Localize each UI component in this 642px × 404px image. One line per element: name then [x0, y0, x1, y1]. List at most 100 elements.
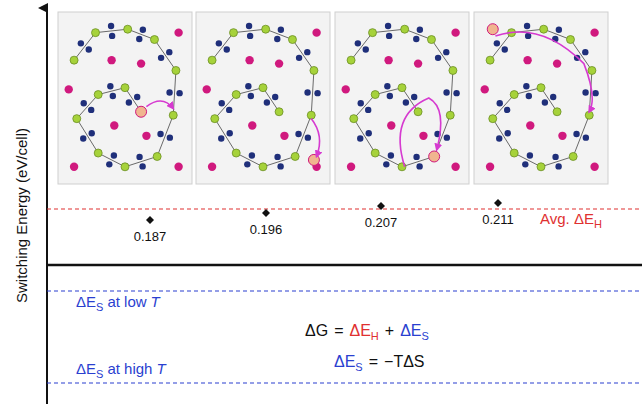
cation-atom: [174, 28, 182, 36]
equation: ΔE: [349, 322, 370, 339]
moving-atom: [487, 24, 498, 35]
anion-atom: [140, 26, 146, 32]
anion-atom: [592, 90, 598, 96]
text-group: ΔESat lowT: [76, 293, 160, 316]
framework-bond: [212, 29, 314, 167]
equation: +: [385, 322, 394, 339]
cation-atom: [248, 121, 256, 129]
anion-atom: [413, 154, 419, 160]
anion-atom: [496, 135, 502, 141]
panel-frame: [474, 12, 608, 184]
cation-atom: [142, 132, 150, 140]
anion-atom: [305, 134, 311, 140]
framework-atom: [94, 91, 102, 99]
anion-atom: [246, 23, 252, 29]
framework-atom: [489, 115, 497, 123]
anion-atom: [497, 100, 503, 106]
anion-atom: [411, 94, 417, 100]
framework-atom: [211, 115, 219, 123]
framework-atom: [232, 149, 240, 157]
anion-atom: [110, 93, 116, 99]
cation-atom: [526, 121, 534, 129]
cation-atom: [553, 59, 561, 67]
equation: −TΔS: [384, 353, 424, 370]
framework-atom: [172, 66, 180, 74]
cation-atom: [347, 163, 355, 171]
text-group: 0.196: [250, 221, 283, 239]
anion-atom: [139, 163, 145, 169]
anion-atom: [443, 89, 449, 95]
anion-atom: [88, 107, 94, 113]
anion-atom: [582, 89, 588, 95]
cation-atom: [107, 56, 115, 64]
framework-atom: [371, 91, 379, 99]
switching-path: [146, 101, 173, 108]
panel-frame: [196, 12, 330, 184]
framework-atom: [398, 163, 406, 171]
cation-atom: [275, 59, 283, 67]
framework-atom: [537, 163, 545, 171]
anion-atom: [444, 134, 450, 140]
framework-atom: [230, 29, 238, 37]
framework-atom: [150, 36, 158, 44]
anion-atom: [443, 49, 449, 55]
value-label: 0.207: [365, 215, 398, 230]
framework-atom: [288, 36, 296, 44]
anion-atom: [366, 130, 372, 136]
text-group: ΔES=−TΔS: [334, 353, 425, 376]
framework-atom: [70, 56, 78, 64]
anion-atom: [384, 83, 390, 89]
line-label: at high: [107, 360, 152, 377]
anion-atom: [386, 33, 392, 39]
anion-atom: [264, 99, 270, 105]
cation-atom: [558, 132, 566, 140]
low-t-line: [47, 290, 642, 291]
cation-atom: [451, 28, 459, 36]
cation-atom: [486, 163, 494, 171]
crystal-panel: [196, 12, 330, 184]
anion-atom: [583, 134, 589, 140]
anion-atom: [167, 134, 173, 140]
anion-atom: [435, 55, 441, 61]
anion-atom: [296, 55, 302, 61]
anion-atom: [247, 33, 253, 39]
anion-atom: [136, 154, 142, 160]
cation-atom: [451, 163, 459, 171]
anion-atom: [274, 154, 280, 160]
anion-atom: [527, 152, 533, 158]
text-group: ΔESat highT: [76, 360, 166, 383]
equation: ΔE: [334, 353, 355, 370]
line-label: Avg. ΔE: [540, 210, 594, 227]
anion-atom: [573, 131, 579, 137]
anion-atom: [403, 99, 409, 105]
anion-atom: [556, 26, 562, 32]
text-group: 0.211: [482, 211, 514, 229]
anion-atom: [81, 100, 87, 106]
cation-atom: [342, 85, 350, 93]
cation-atom: [110, 121, 118, 129]
anion-atom: [244, 161, 250, 167]
line-label: at low: [107, 293, 146, 310]
anion-atom: [106, 161, 112, 167]
framework-atom: [510, 91, 518, 99]
framework-atom: [310, 66, 318, 74]
anion-atom: [89, 130, 95, 136]
line-label: T: [156, 360, 165, 377]
framework-atom: [124, 25, 132, 33]
framework-atom: [208, 56, 216, 64]
anion-atom: [295, 131, 301, 137]
framework-atom: [291, 152, 299, 160]
average-line: [47, 208, 642, 209]
cation-atom: [65, 85, 73, 93]
anion-atom: [550, 94, 556, 100]
cation-atom: [174, 163, 182, 171]
anion-atom: [413, 36, 419, 42]
anion-atom: [219, 100, 225, 106]
anion-atom: [176, 90, 182, 96]
moving-atom: [136, 106, 147, 117]
framework-atom: [398, 84, 406, 92]
anion-atom: [522, 161, 528, 167]
anion-atom: [272, 94, 278, 100]
framework-atom: [449, 66, 457, 74]
switching-path: [495, 32, 592, 112]
